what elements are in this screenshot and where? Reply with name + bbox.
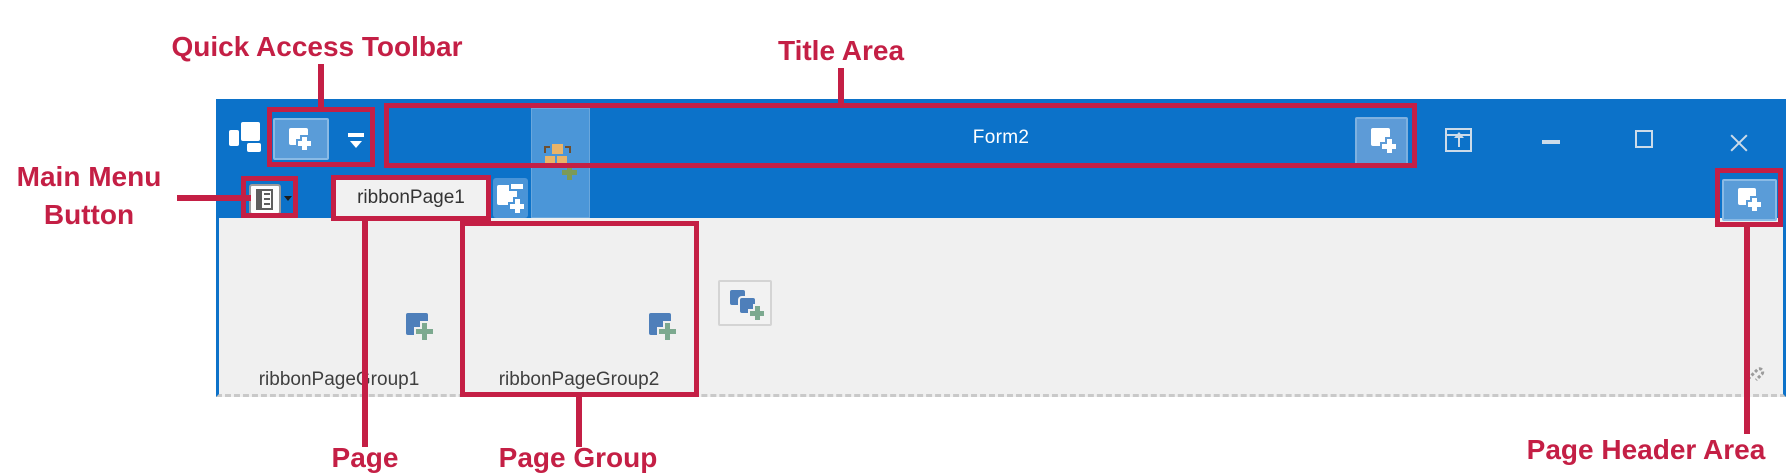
maximize-icon[interactable] [1635, 130, 1653, 148]
close-icon[interactable] [1728, 128, 1750, 150]
selected-element-icon [544, 143, 578, 181]
page-header-add-button[interactable] [1722, 179, 1777, 221]
main-menu-button[interactable] [249, 184, 281, 215]
main-menu-icon [256, 189, 273, 210]
minimize-icon[interactable] [1542, 140, 1560, 144]
page-group-label: Page Group [498, 442, 658, 473]
page-group-callout-line [576, 395, 582, 447]
add-page-button[interactable] [493, 178, 528, 218]
add-page-group-button[interactable] [718, 280, 772, 326]
group2-add-item-button[interactable] [649, 313, 683, 343]
window-title: Form2 [972, 127, 1030, 148]
anchor-icon [1743, 360, 1769, 391]
app-logo-icon [247, 143, 261, 152]
title-area-label: Title Area [777, 35, 905, 66]
page-header-area-label: Page Header Area [1526, 434, 1766, 465]
app-logo-icon [241, 122, 260, 141]
group-caption: ribbonPageGroup1 [258, 369, 420, 390]
main-menu-label-line1: Main Menu [16, 161, 162, 192]
ribbon-content-area [216, 218, 1786, 397]
qat-add-button[interactable] [273, 118, 329, 160]
dash-icon [511, 184, 523, 189]
page-label: Page [331, 442, 399, 473]
qat-label: Quick Access Toolbar [171, 31, 463, 62]
chevron-down-icon[interactable] [284, 196, 292, 201]
qat-dropdown-icon[interactable] [350, 141, 362, 148]
ribbon-display-options-icon[interactable] [1445, 128, 1472, 152]
main-menu-label: Main Menu Button [17, 158, 162, 234]
qat-dropdown-icon[interactable] [348, 133, 364, 137]
group1-add-item-button[interactable] [406, 313, 440, 343]
main-menu-label-line2: Button [43, 199, 135, 230]
tab-ribbonpage1[interactable]: ribbonPage1 [336, 180, 486, 216]
app-logo-icon [229, 130, 239, 146]
title-area-add-button[interactable] [1355, 117, 1408, 165]
group-caption: ribbonPageGroup2 [498, 369, 660, 390]
add-page-icon [497, 185, 517, 205]
